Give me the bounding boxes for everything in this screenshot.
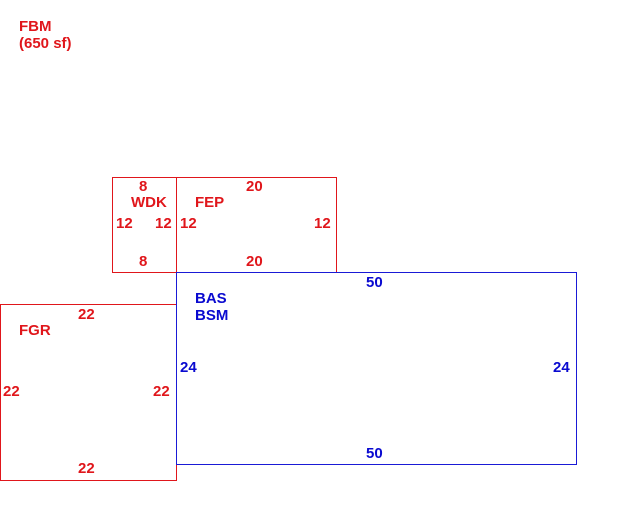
bas-bottom-dimension: 50: [366, 445, 383, 462]
fep-code-label: FEP: [195, 194, 225, 211]
fgr-right-dimension: 22: [153, 383, 170, 400]
fep-left-dimension: 12: [180, 215, 197, 232]
wdk-bottom-dimension: 8: [139, 253, 148, 270]
bas-outline: [176, 272, 577, 465]
wdk-right-dimension: 12: [155, 215, 172, 232]
bas-left-dimension: 24: [180, 359, 197, 376]
fgr-bottom-dimension: 22: [78, 460, 95, 477]
fgr-left-dimension: 22: [3, 383, 20, 400]
fep-right-dimension: 12: [314, 215, 331, 232]
wdk-top-dimension: 8: [139, 178, 148, 195]
wdk-code-label: WDK: [131, 194, 167, 211]
fgr-code-label: FGR: [19, 322, 51, 339]
bas-top-dimension: 50: [366, 274, 383, 291]
bas-right-dimension: 24: [553, 359, 570, 376]
fep-top-dimension: 20: [246, 178, 263, 195]
fbm-code-label: FBM: [19, 18, 52, 35]
fep-bottom-dimension: 20: [246, 253, 263, 270]
bsm-code-label: BSM: [195, 307, 229, 324]
wdk-left-dimension: 12: [116, 215, 133, 232]
fgr-top-dimension: 22: [78, 306, 95, 323]
fbm-area-label: (650 sf): [19, 35, 72, 52]
bas-code-label: BAS: [195, 290, 227, 307]
